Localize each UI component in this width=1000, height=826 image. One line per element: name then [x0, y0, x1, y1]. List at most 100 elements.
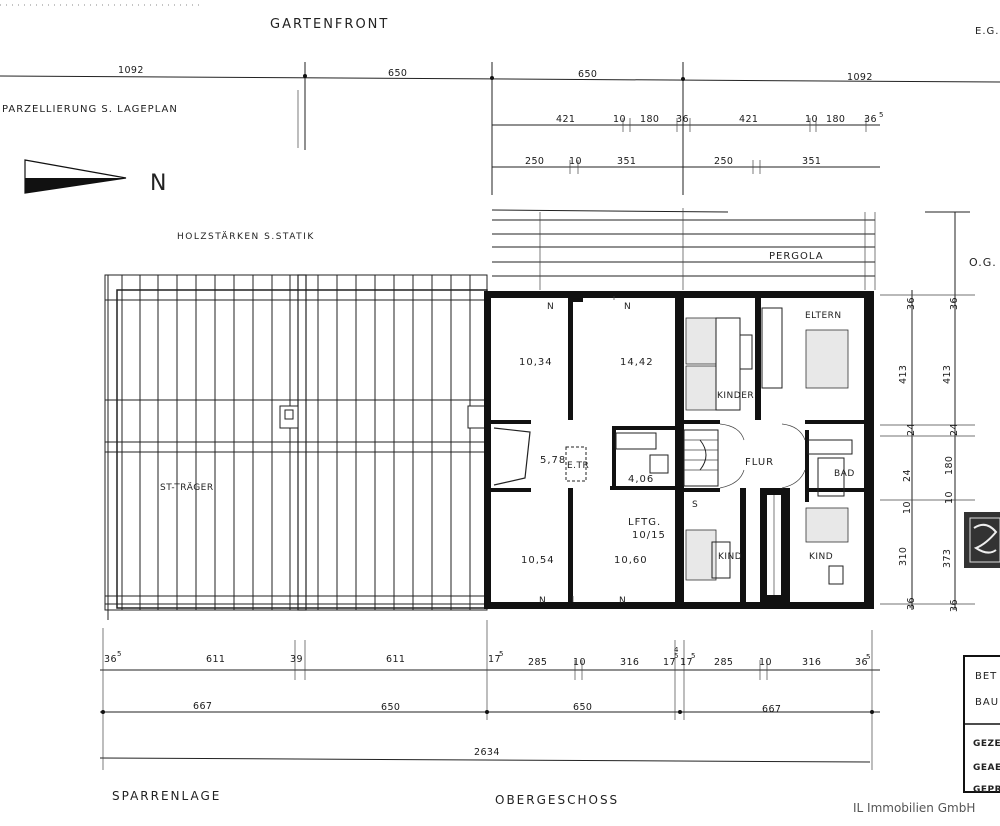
bottom-dimension-chains: 36 5 611 39 611 17 5 285 10 316 17 5 4 1…: [99, 620, 880, 770]
og-label: O.G.: [969, 256, 997, 269]
stamp-logo-icon: [964, 512, 1000, 568]
dim-right-a-10: 10: [902, 501, 913, 514]
dim-b1-316a: 316: [620, 657, 639, 668]
dim-b2-667a: 667: [193, 701, 212, 712]
sparrenlage-title: SPARRENLAGE: [112, 789, 221, 803]
dim-b1-611a: 611: [206, 654, 225, 665]
title-block-geze: GEZE: [973, 739, 1000, 749]
dim-top-1092-right: 1092: [847, 72, 873, 83]
room-area-10-54: 10,54: [521, 555, 555, 566]
room-bad: BAD: [834, 469, 855, 479]
dim-b1-39: 39: [290, 654, 303, 665]
watermark-text: IL Immobilien GmbH: [853, 801, 975, 815]
dim-b1-36: 36: [104, 654, 117, 665]
dim-b1-5d: 5: [691, 652, 696, 660]
gartenfront-label: GARTENFRONT: [270, 17, 389, 32]
dim-b1-285b: 285: [714, 657, 733, 668]
floor-plan: 10,34 14,42 5,78 E.TR 4,06 LFTG. 10/15 1…: [484, 291, 874, 609]
dim-right-b-10: 10: [944, 491, 955, 504]
dim-b1-17a: 17: [488, 654, 501, 665]
dim-351-b: 351: [802, 156, 821, 167]
dim-right-a-36: 36: [906, 297, 917, 310]
room-etr: E.TR: [567, 461, 589, 471]
dim-250-b: 250: [714, 156, 733, 167]
rafter-plan: ST-TRÄGER: [104, 274, 488, 620]
dim-right-a-36b: 36: [906, 597, 917, 610]
dim-top-650-b: 650: [578, 69, 597, 80]
dim-right-b-413: 413: [942, 365, 953, 384]
title-block-bet: BET: [975, 671, 997, 682]
room-eltern: ELTERN: [805, 311, 842, 321]
dim-180-b: 180: [826, 114, 845, 125]
dim-b1-17b: 17: [663, 657, 676, 668]
top-detail-dimensions: 421 10 180 36 421 10 180 36 5 250 10 351…: [492, 111, 884, 174]
right-dimension-chains: 36 413 24 24 10 310 36 36 413 24 180 10 …: [880, 211, 975, 612]
obergeschoss-title: OBERGESCHOSS: [495, 793, 619, 807]
dim-right-b-36b: 36: [949, 599, 960, 612]
top-dimension-chain: 1092 650 650 1092: [0, 62, 1000, 195]
dim-right-b-24: 24: [949, 423, 960, 436]
dim-421-a: 421: [556, 114, 575, 125]
dim-b1-5a: 5: [117, 650, 122, 658]
room-area-5-78: 5,78: [540, 455, 566, 466]
dim-b1-5b: 5: [499, 650, 504, 658]
n-marker-bottom-1: N: [539, 596, 546, 606]
top-header: GARTENFRONT E.G.: [0, 4, 999, 37]
st-traeger-label: ST-TRÄGER: [160, 482, 214, 493]
dim-right-a-413: 413: [898, 365, 909, 384]
dim-b2-650a: 650: [381, 702, 400, 713]
dim-right-a-24b: 24: [902, 469, 913, 482]
room-kinder: KINDER: [717, 391, 754, 401]
dim-right-b-180: 180: [944, 456, 955, 475]
n-marker-top-1: N: [547, 302, 554, 312]
dim-b1-5e: 5: [866, 653, 871, 661]
eg-label: E.G.: [975, 26, 999, 37]
dim-right-b-373: 373: [942, 549, 953, 568]
dim-b1-316b: 316: [802, 657, 821, 668]
dim-right-b-36: 36: [949, 297, 960, 310]
dim-421-b: 421: [739, 114, 758, 125]
dim-right-a-310: 310: [898, 547, 909, 566]
pergola: PERGOLA: [491, 208, 876, 290]
room-area-14-42: 14,42: [620, 357, 654, 368]
title-block-gepr: GEPR: [973, 785, 1000, 795]
dim-top-1092-left: 1092: [118, 65, 144, 76]
parzellierung-label: PARZELLIERUNG S. LAGEPLAN: [2, 104, 178, 115]
dim-10-b: 10: [805, 114, 818, 125]
dim-10-a: 10: [613, 114, 626, 125]
north-arrow-icon: N: [24, 159, 166, 196]
dim-b1-10a: 10: [573, 657, 586, 668]
title-block: BET BAU GEZE GEAE GEPR: [963, 655, 1000, 795]
dim-b1-285a: 285: [528, 657, 547, 668]
north-label: N: [150, 171, 166, 196]
dim-36-b: 36: [864, 114, 877, 125]
pergola-label: PERGOLA: [769, 251, 824, 262]
dim-right-a-24: 24: [906, 423, 917, 436]
dim-250-a: 250: [525, 156, 544, 167]
dim-b1-5c: 5: [674, 652, 679, 660]
dim-351-a: 351: [617, 156, 636, 167]
room-lftg: LFTG.: [628, 517, 661, 528]
room-area-4-06: 4,06: [628, 474, 654, 485]
dim-b1-4: 4: [674, 646, 679, 654]
n-marker-bottom-2: N: [619, 596, 626, 606]
room-area-10-60: 10,60: [614, 555, 648, 566]
dim-5-sup: 5: [879, 111, 884, 119]
title-block-geae: GEAE: [973, 763, 1000, 773]
dim-b1-36b: 36: [855, 657, 868, 668]
room-flur: FLUR: [745, 457, 774, 468]
dim-total-2634: 2634: [474, 747, 500, 758]
holzstaerken-label: HOLZSTÄRKEN S.STATIK: [177, 231, 315, 242]
dim-b1-17c: 17: [680, 657, 693, 668]
room-lftg-size: 10/15: [632, 530, 666, 541]
dim-top-650-a: 650: [388, 68, 407, 79]
room-kind-1: KIND: [718, 552, 742, 562]
dim-10-c: 10: [569, 156, 582, 167]
dim-b1-10b: 10: [759, 657, 772, 668]
title-block-bau: BAU: [975, 697, 999, 708]
room-area-10-34: 10,34: [519, 357, 553, 368]
dim-b2-667b: 667: [762, 704, 781, 715]
n-marker-top-2: N: [624, 302, 631, 312]
dim-b1-611b: 611: [386, 654, 405, 665]
